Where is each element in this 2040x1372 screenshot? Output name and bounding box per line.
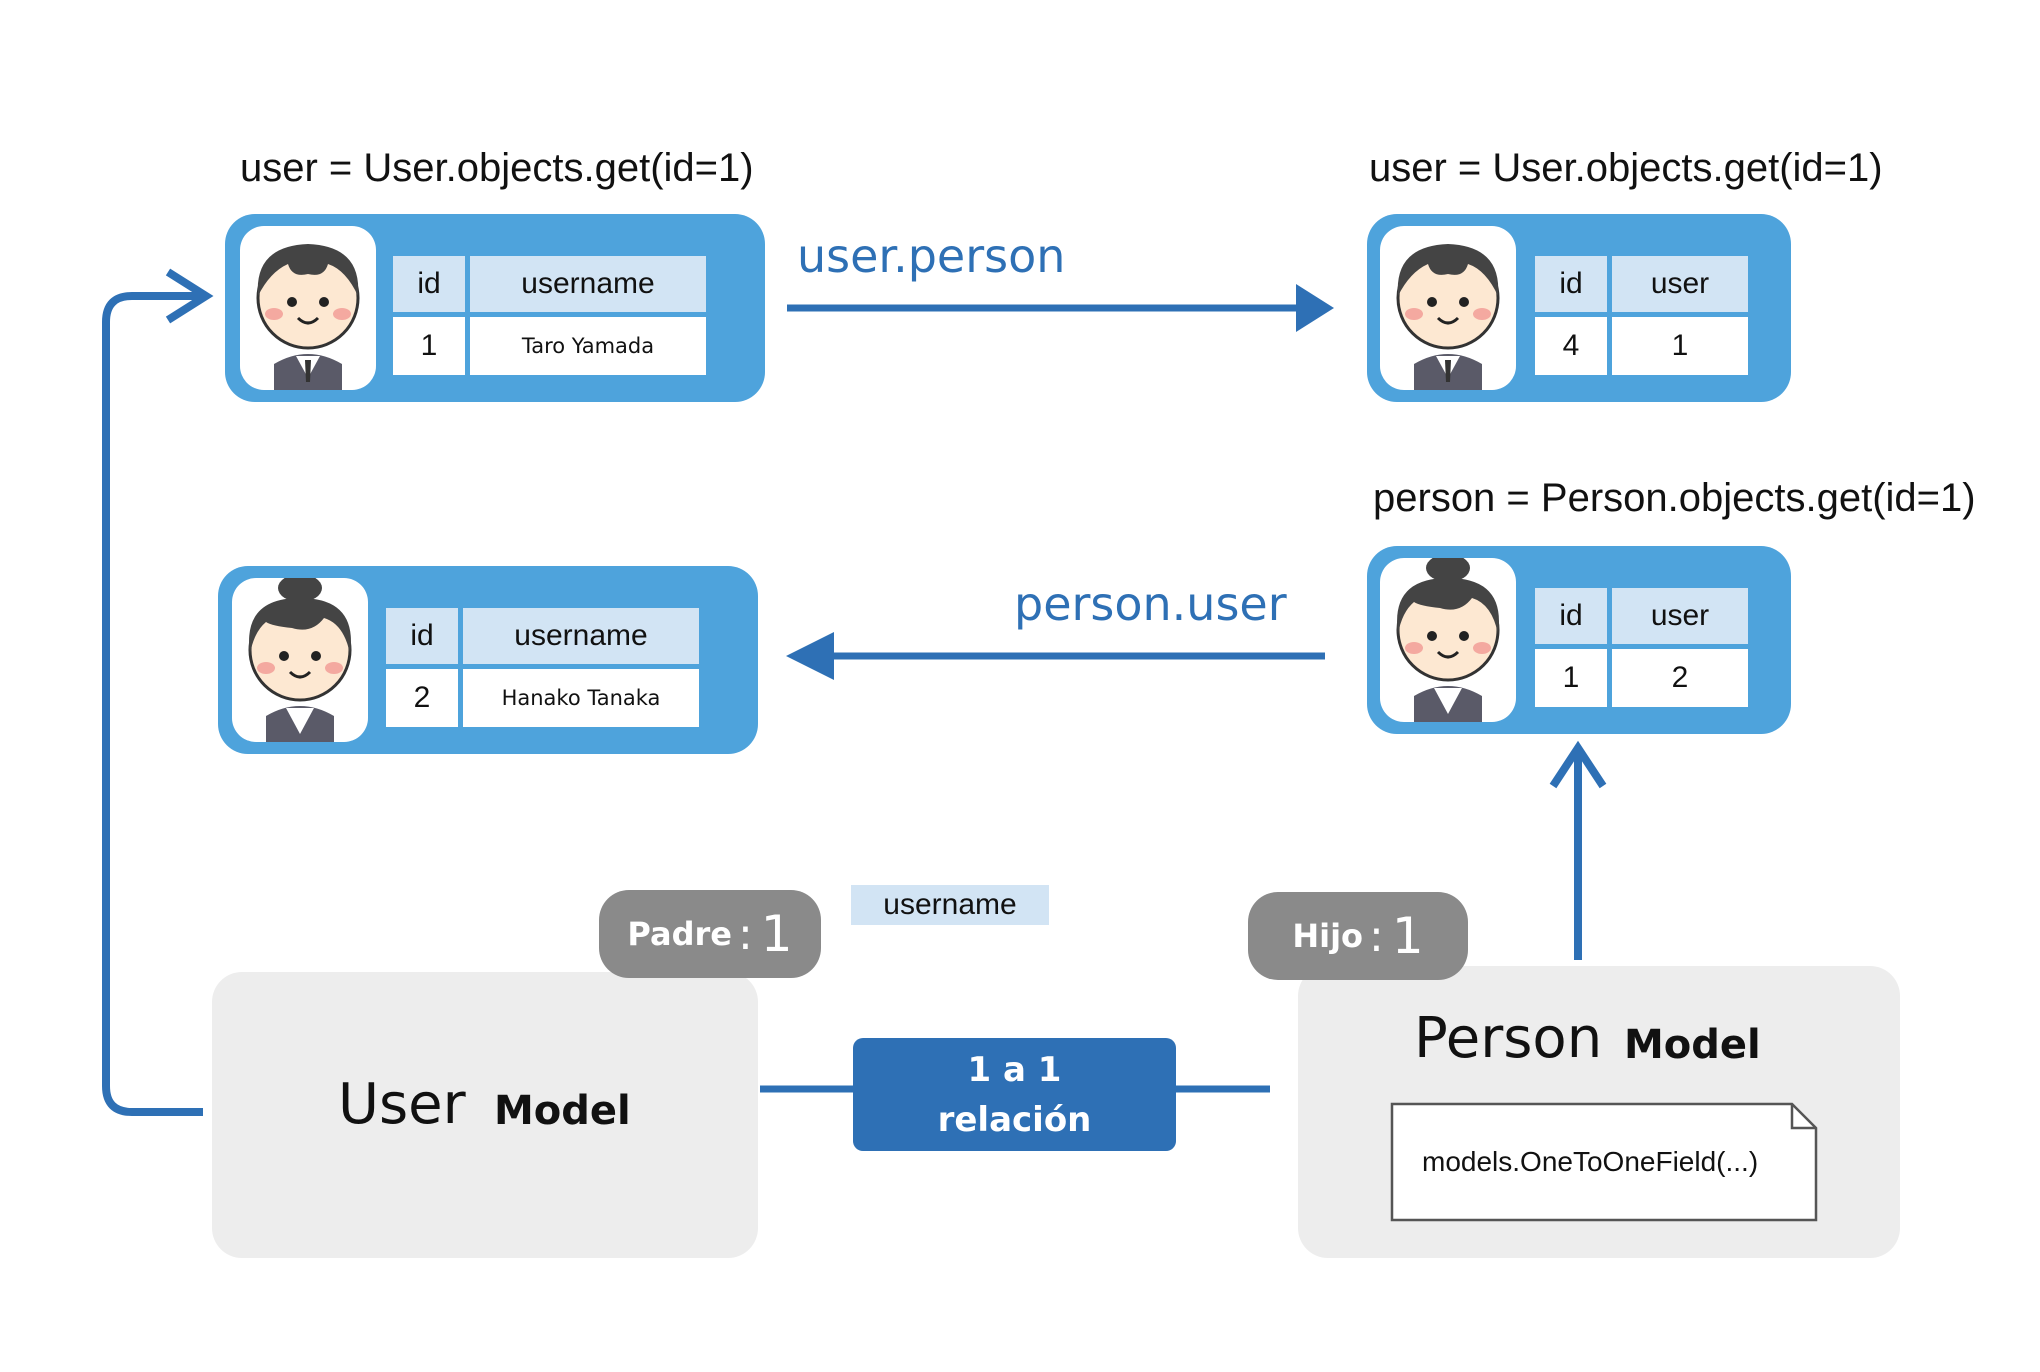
child-badge-value: 1	[1391, 907, 1424, 965]
username-field-tag: username	[851, 885, 1049, 925]
user-model-box: User Model	[212, 972, 758, 1258]
boy-avatar-icon	[1380, 226, 1516, 390]
user-record-table: id username 1 Taro Yamada	[393, 256, 706, 375]
table-cell-username: Taro Yamada	[470, 317, 706, 375]
loop-arrow-line	[102, 292, 205, 1116]
table-cell-user: 2	[1612, 649, 1748, 707]
reverse-arrow-head	[786, 632, 834, 680]
forward-relation-label: user.person	[797, 229, 1066, 283]
up-arrow-head	[1549, 740, 1607, 789]
loop-arrow-head	[165, 268, 214, 324]
table-cell-user: 1	[1612, 317, 1748, 375]
parent-badge: Padre : 1	[599, 890, 821, 978]
table-header-id: id	[386, 608, 458, 664]
mid-right-code-label: person = Person.objects.get(id=1)	[1373, 476, 1976, 520]
reverse-relation-label: person.user	[1014, 577, 1287, 631]
person-model-box: Person Model models.OneToOneField(...)	[1298, 966, 1900, 1258]
person-record-card: id user 1 2	[1367, 546, 1791, 734]
field-note-icon	[1390, 1102, 1818, 1222]
parent-badge-value: 1	[760, 905, 793, 963]
girl-avatar-icon	[232, 578, 368, 742]
table-header-id: id	[1535, 588, 1607, 644]
parent-badge-colon: :	[737, 908, 753, 960]
table-cell-id: 4	[1535, 317, 1607, 375]
table-cell-username: Hanako Tanaka	[463, 669, 699, 727]
person-model-name: Person	[1414, 1006, 1603, 1071]
relation-line-1: 1 a 1	[967, 1049, 1062, 1090]
boy-avatar-icon	[240, 226, 376, 390]
related-user-card: id username 2 Hanako Tanaka	[218, 566, 758, 754]
table-header-username: username	[470, 256, 706, 312]
one-to-one-relation-box: 1 a 1 relación	[853, 1038, 1176, 1151]
child-badge-key: Hijo	[1292, 917, 1364, 955]
parent-badge-key: Padre	[627, 915, 732, 953]
relation-line-2: relación	[937, 1099, 1092, 1140]
top-right-code-label: user = User.objects.get(id=1)	[1369, 146, 1883, 190]
person-record-card-top: id user 4 1	[1367, 214, 1791, 402]
person-record-table: id user 1 2	[1535, 588, 1748, 707]
field-note-text: models.OneToOneField(...)	[1422, 1146, 1759, 1177]
person-record-table-top: id user 4 1	[1535, 256, 1748, 375]
child-badge-colon: :	[1369, 910, 1384, 962]
table-header-id: id	[393, 256, 465, 312]
table-header-user: user	[1612, 256, 1748, 312]
table-cell-id: 2	[386, 669, 458, 727]
girl-avatar-icon	[1380, 558, 1516, 722]
table-cell-id: 1	[393, 317, 465, 375]
table-header-username: username	[463, 608, 699, 664]
user-record-card: id username 1 Taro Yamada	[225, 214, 765, 402]
related-user-table: id username 2 Hanako Tanaka	[386, 608, 699, 727]
forward-arrow-head	[1296, 284, 1334, 332]
top-left-code-label: user = User.objects.get(id=1)	[240, 146, 754, 190]
user-model-name: User	[338, 1072, 466, 1137]
user-model-word: Model	[494, 1088, 631, 1134]
child-badge: Hijo : 1	[1248, 892, 1468, 980]
table-cell-id: 1	[1535, 649, 1607, 707]
table-header-id: id	[1535, 256, 1607, 312]
person-model-word: Model	[1624, 1022, 1761, 1068]
table-header-user: user	[1612, 588, 1748, 644]
